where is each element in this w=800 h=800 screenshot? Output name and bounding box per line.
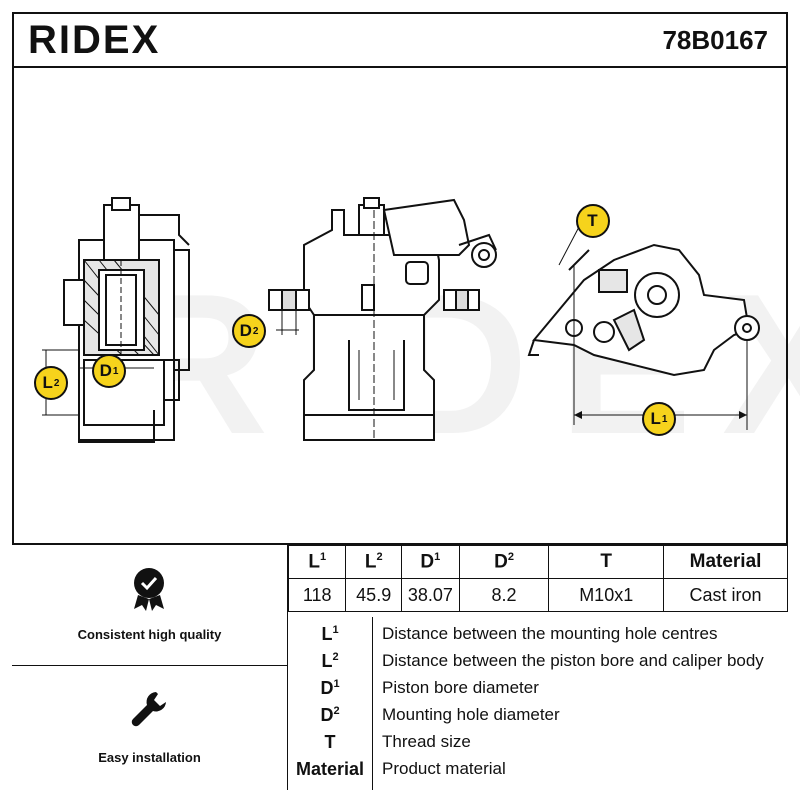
spec-header-d2: D2: [458, 545, 550, 579]
legend-row-t: T Thread size: [288, 729, 471, 755]
feature-installation: Easy installation: [12, 666, 287, 790]
legend-desc-d2: Mounting hole diameter: [382, 705, 560, 724]
legend-row-d2: D2 Mounting hole diameter: [288, 702, 559, 728]
callout-t: T: [576, 204, 610, 238]
feature-quality-label: Consistent high quality: [77, 627, 222, 642]
legend-row-l2: L2 Distance between the piston bore and …: [288, 648, 763, 674]
spec-header-d1: D1: [400, 545, 460, 579]
spec-header-l1: L1: [287, 545, 347, 579]
caliper-section-view: [63, 197, 190, 443]
legend-desc-material: Product material: [382, 759, 506, 778]
legend-divider: [372, 617, 373, 790]
spec-header-material: Material: [663, 545, 788, 579]
legend-key-d2: D2: [320, 704, 340, 725]
drawing-frame: [12, 68, 788, 543]
part-number: 78B0167: [662, 24, 768, 55]
spec-value-t: M10x1: [548, 578, 665, 612]
legend-desc-l1: Distance between the mounting hole centr…: [382, 624, 718, 643]
legend-row-l1: L1 Distance between the mounting hole ce…: [288, 621, 717, 647]
caliper-front-view: [268, 197, 497, 441]
quality-check-icon: [134, 568, 164, 611]
legend-desc-l2: Distance between the piston bore and cal…: [382, 651, 764, 670]
legend-key-l2: L2: [321, 650, 339, 671]
specs-table: L1 L2 D1 D2 T Material 118 45.9 38.07 8.…: [287, 545, 788, 612]
caliper-drawing-svg: [42, 197, 760, 443]
spec-value-d2: 8.2: [458, 578, 550, 612]
legend-desc-t: Thread size: [382, 732, 471, 751]
wrench-icon: [131, 692, 166, 727]
spec-value-l1: 118: [287, 578, 347, 612]
panel-divider-vertical: [287, 545, 288, 790]
spec-value-material: Cast iron: [663, 578, 788, 612]
caliper-side-view: [527, 243, 760, 430]
legend-key-l1: L1: [321, 623, 339, 644]
spec-header-t: T: [548, 545, 665, 579]
spec-value-l2: 45.9: [345, 578, 402, 612]
legend-key-t: T: [324, 731, 336, 752]
specs-value-row: 118 45.9 38.07 8.2 M10x1 Cast iron: [287, 578, 788, 612]
info-panel: Consistent high quality Easy installatio…: [12, 543, 788, 790]
spec-header-l2: L2: [345, 545, 402, 579]
legend-row-material: Material Product material: [288, 756, 506, 782]
spec-value-d1: 38.07: [400, 578, 460, 612]
legend-row-d1: D1 Piston bore diameter: [288, 675, 538, 701]
legend-desc-d1: Piston bore diameter: [382, 678, 539, 697]
feature-quality: Consistent high quality: [12, 545, 287, 665]
brand-logo: RIDEX: [28, 17, 161, 62]
header-bar: RIDEX 78B0167: [12, 12, 788, 68]
legend-key-material: Material: [295, 758, 365, 779]
legend-key-d1: D1: [320, 677, 340, 698]
panel-divider-horizontal: [12, 665, 287, 666]
feature-installation-label: Easy installation: [98, 750, 201, 765]
specs-header-row: L1 L2 D1 D2 T Material: [287, 545, 788, 579]
technical-drawing: RIDEX: [14, 70, 800, 540]
